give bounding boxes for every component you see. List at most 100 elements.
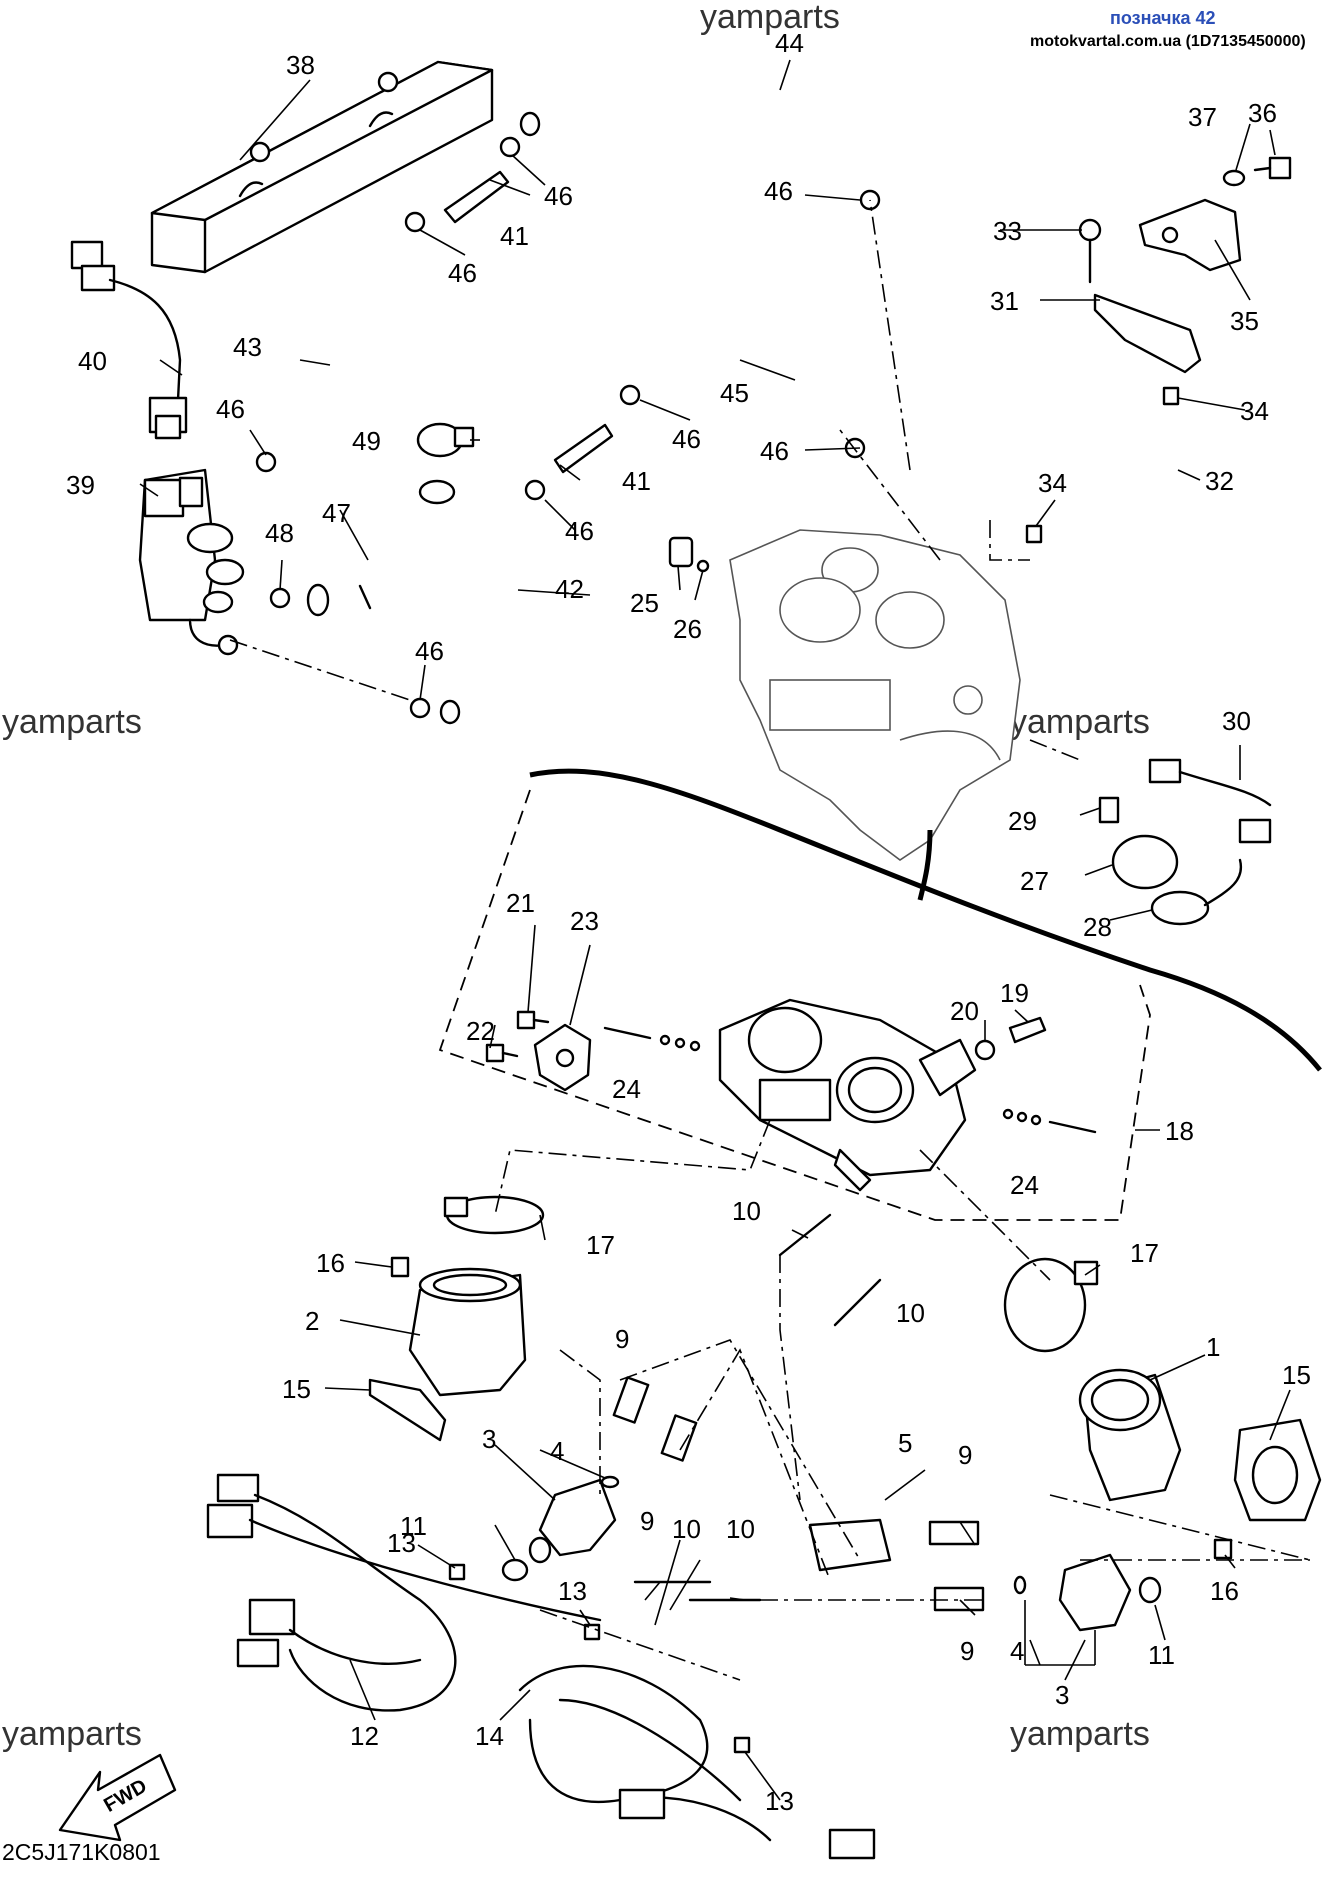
- callouts: 38 44 46 41 46 43 40 46 39 47 48 49 45 4…: [66, 28, 1311, 1816]
- callout-9: 9: [960, 1636, 974, 1666]
- header-label: позначка 42: [1110, 8, 1216, 28]
- callout-12: 12: [350, 1721, 379, 1751]
- part-35-sensor-bracket: [1138, 198, 1242, 272]
- part-17-clamp-left: [443, 1195, 545, 1235]
- part-1-intake-joint: [1078, 1368, 1182, 1502]
- part-26-o-ring: [696, 559, 710, 573]
- part-33-bolt: [1078, 218, 1102, 284]
- callout-42: 42: [555, 574, 584, 604]
- callout-10: 10: [732, 1196, 761, 1226]
- callout-38: 38: [286, 50, 315, 80]
- part-29-screw: [1098, 796, 1120, 824]
- callout-46: 46: [760, 436, 789, 466]
- part-30-sensor-lead: [1148, 758, 1272, 844]
- callout-16: 16: [316, 1248, 345, 1278]
- callout-35: 35: [1230, 306, 1259, 336]
- callout-20: 20: [950, 996, 979, 1026]
- part-31-bracket: [1093, 293, 1202, 374]
- part-4-o-rings: [600, 1475, 1027, 1595]
- callout-27: 27: [1020, 866, 1049, 896]
- callout-31: 31: [990, 286, 1019, 316]
- part-5-delivery-pipe: [726, 1475, 908, 1688]
- watermark-top: yamparts: [700, 0, 840, 36]
- callout-10: 10: [726, 1514, 755, 1544]
- part-44-hose: [519, 46, 863, 206]
- header-source: motokvartal.com.ua (1D7135450000): [1030, 33, 1306, 50]
- part-12-wire-harness: [206, 1473, 602, 1712]
- callout-13: 13: [765, 1786, 794, 1816]
- part-38-box: [150, 60, 494, 274]
- callout-39: 39: [66, 470, 95, 500]
- callout-15: 15: [1282, 1360, 1311, 1390]
- callout-36: 36: [1248, 98, 1277, 128]
- callout-26: 26: [673, 614, 702, 644]
- callout-46: 46: [764, 176, 793, 206]
- center-lines: [229, 199, 1311, 1681]
- part-40-wire-lead: [70, 240, 188, 440]
- part-41-joint-upper: [443, 170, 510, 224]
- part-2-joint: [408, 1267, 527, 1397]
- callout-19: 19: [1000, 978, 1029, 1008]
- part-45-hose: [648, 312, 904, 437]
- callout-43: 43: [233, 332, 262, 362]
- part-34-clips: [1025, 386, 1180, 544]
- callout-14: 14: [475, 1721, 504, 1751]
- callout-30: 30: [1222, 706, 1251, 736]
- callout-24: 24: [612, 1074, 641, 1104]
- callout-48: 48: [265, 518, 294, 548]
- callout-3: 3: [1055, 1680, 1069, 1710]
- callout-11: 11: [400, 1511, 427, 1541]
- part-23-sensor: [533, 1023, 592, 1092]
- callout-34: 34: [1240, 396, 1269, 426]
- callout-41: 41: [622, 466, 651, 496]
- callout-44: 44: [775, 28, 804, 58]
- watermark-left-mid: yamparts: [2, 703, 142, 741]
- leader-lines: [139, 59, 1291, 1801]
- part-18-throttle-body: [718, 998, 977, 1192]
- callout-1: 1: [1206, 1332, 1220, 1362]
- part-20-nut: [974, 1039, 996, 1061]
- callout-37: 37: [1188, 102, 1217, 132]
- part-24-screw-left: [603, 1026, 701, 1052]
- part-42-hose: [439, 484, 531, 725]
- part-9-collars: [612, 1376, 985, 1612]
- part-27-sensor: [1111, 834, 1179, 890]
- part-10-bolts: [633, 1213, 882, 1602]
- watermark-left-bottom: yamparts: [2, 1715, 142, 1753]
- part-39-valve: [138, 468, 245, 656]
- callout-17: 17: [1130, 1238, 1159, 1268]
- part-49-clamp: [416, 422, 475, 458]
- part-41-joint-lower: [553, 423, 614, 474]
- assembly-18-outline: [438, 789, 1151, 1221]
- callout-9: 9: [615, 1324, 629, 1354]
- part-32-hose: [1071, 411, 1209, 571]
- callout-10: 10: [672, 1514, 701, 1544]
- callout-13: 13: [387, 1528, 416, 1558]
- engine-ghost: [729, 529, 1021, 861]
- callout-9: 9: [958, 1440, 972, 1470]
- callout-18: 18: [1165, 1116, 1194, 1146]
- callout-22: 22: [466, 1016, 495, 1046]
- callout-41: 41: [500, 221, 529, 251]
- callout-24: 24: [1010, 1170, 1039, 1200]
- callout-5: 5: [898, 1428, 912, 1458]
- callout-46: 46: [544, 181, 573, 211]
- part-21-screw: [516, 1010, 550, 1030]
- part-25-cap: [668, 536, 694, 568]
- callout-4: 4: [550, 1436, 564, 1466]
- part-15-bracket-left: [368, 1378, 447, 1442]
- part-24-screw-right: [1002, 1108, 1097, 1134]
- callout-46: 46: [565, 516, 594, 546]
- part-16-screw-right: [1213, 1538, 1233, 1560]
- callout-25: 25: [630, 588, 659, 618]
- diagram-code: 2C5J171K0801: [2, 1839, 161, 1865]
- callout-10: 10: [896, 1298, 925, 1328]
- callout-46: 46: [415, 636, 444, 666]
- callout-29: 29: [1008, 806, 1037, 836]
- callout-9: 9: [640, 1506, 654, 1536]
- callout-16: 16: [1210, 1576, 1239, 1606]
- callout-46: 46: [672, 424, 701, 454]
- callout-45: 45: [720, 378, 749, 408]
- callout-23: 23: [570, 906, 599, 936]
